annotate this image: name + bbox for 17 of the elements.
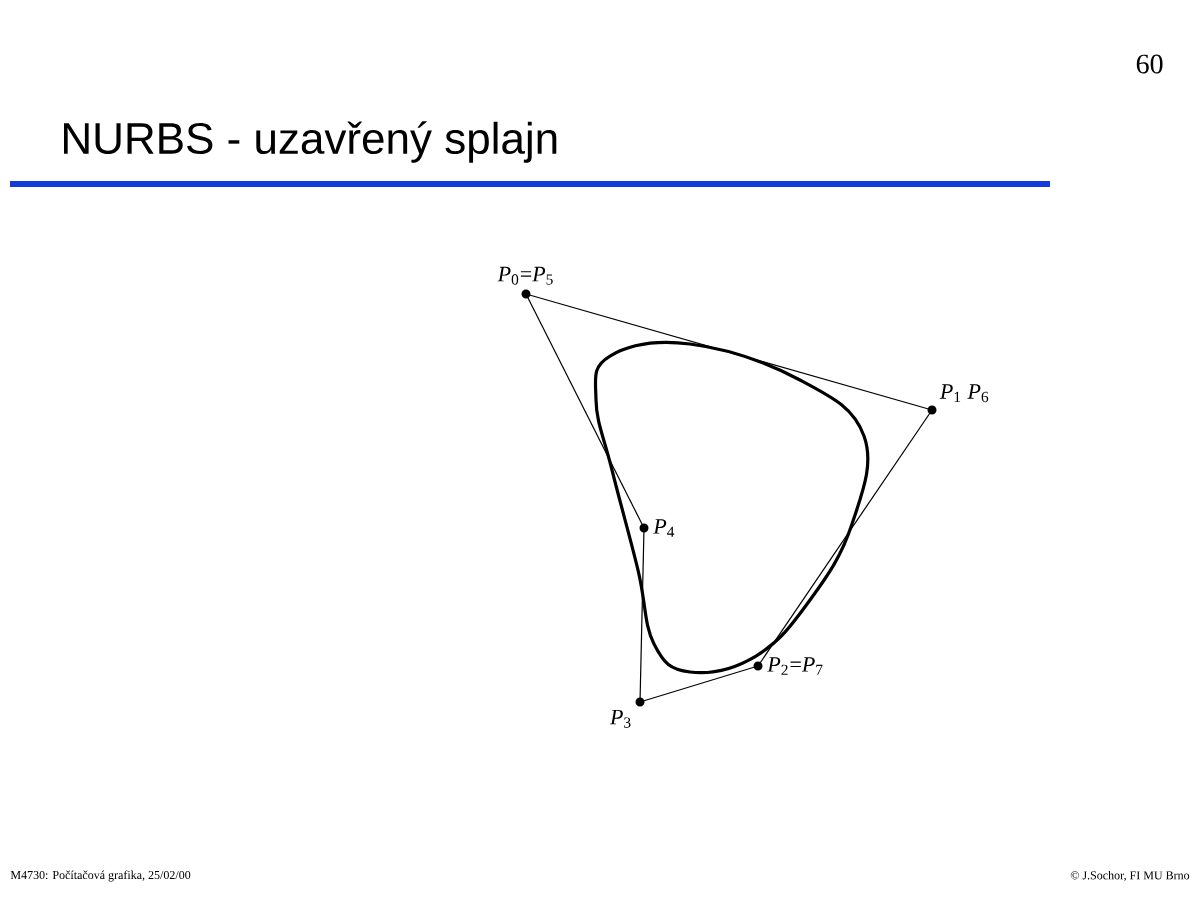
control-point: P$_{4}$ bbox=[639, 519, 675, 537]
node-label: P$_{4}$ bbox=[653, 519, 675, 537]
control-point: P$_{1}$ P$_{6}$ bbox=[927, 384, 989, 415]
node-label: P$_{2}$=P$_{7}$ bbox=[767, 657, 823, 675]
title: NURBS - uzavřený splajn bbox=[64, 121, 557, 163]
control-point: P$_{2}$=P$_{7}$ bbox=[753, 657, 823, 675]
polygon-edge bbox=[639, 527, 645, 703]
page-number: 60 bbox=[1136, 54, 1163, 74]
polygon-edge bbox=[525, 293, 933, 411]
node-label: P$_{0}$=P$_{5}$ bbox=[497, 266, 553, 285]
polygon-edge bbox=[639, 665, 759, 703]
control-point: P$_{0}$=P$_{5}$ bbox=[497, 266, 553, 299]
node-label: P$_{1}$ P$_{6}$ bbox=[939, 384, 989, 403]
polygon-edge bbox=[525, 293, 645, 529]
polygon-edge bbox=[757, 409, 933, 667]
node-label: P$_{3}$ bbox=[609, 709, 631, 728]
control-point: P$_{3}$ bbox=[609, 697, 645, 728]
